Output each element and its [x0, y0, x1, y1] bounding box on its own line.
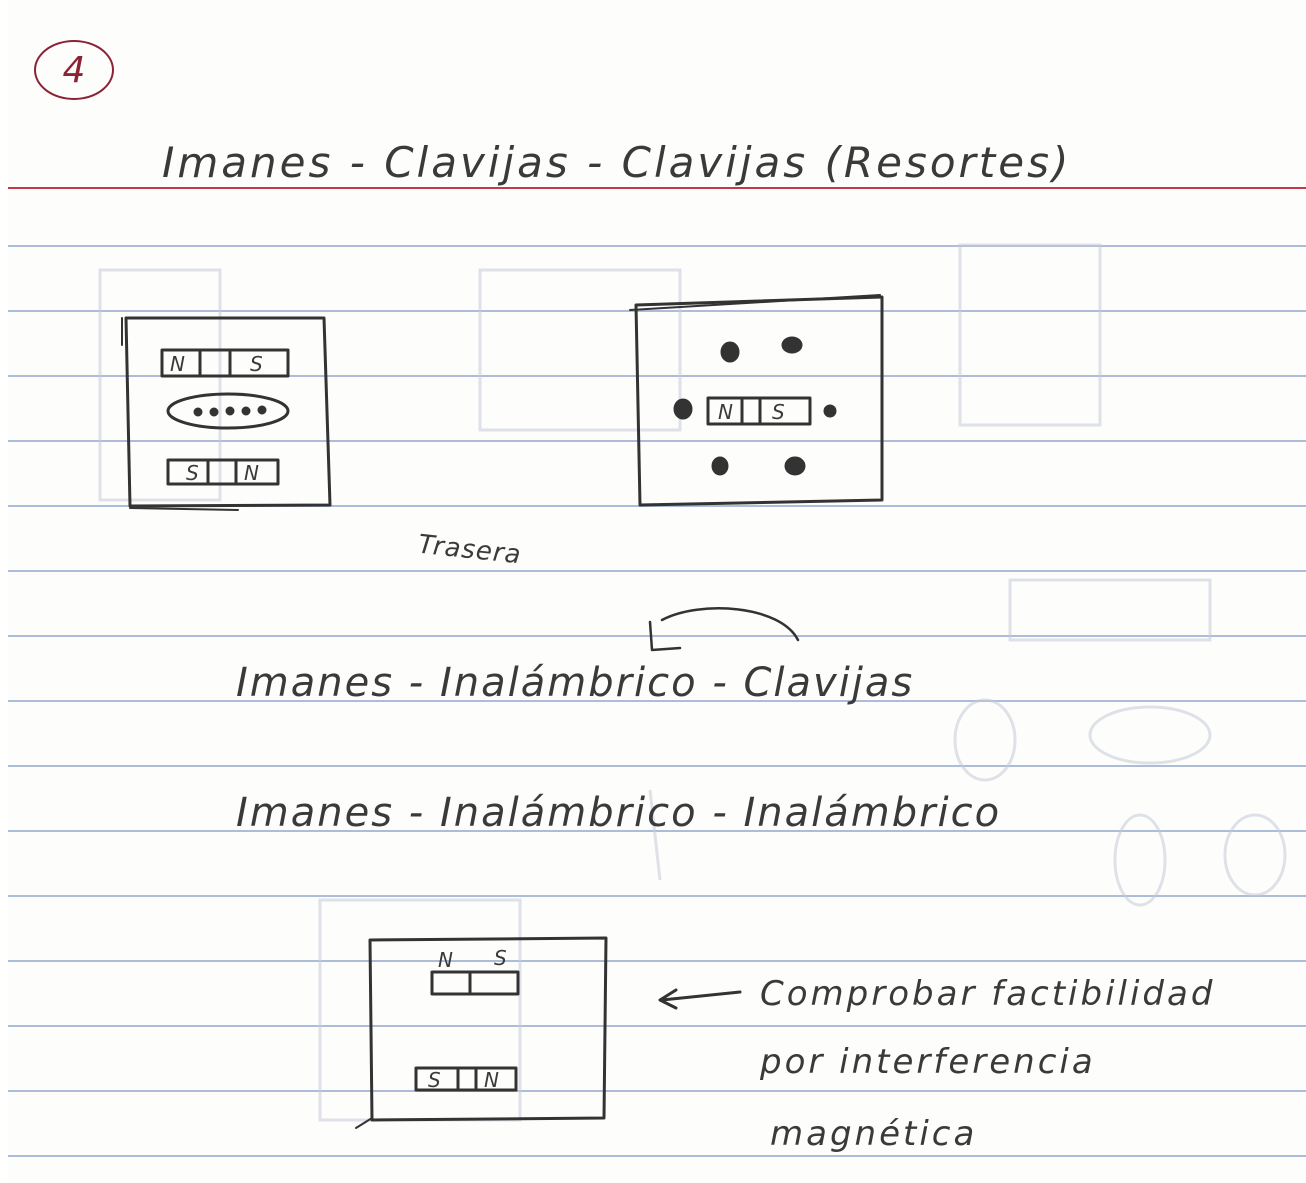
pole-label: S	[494, 946, 507, 970]
sketch-bottom-magnet-top	[432, 972, 518, 994]
pole-label: S	[250, 352, 263, 376]
note-line-3: magnética	[760, 1100, 1215, 1168]
sketch-right-panel	[630, 295, 882, 505]
pole-label: N	[244, 461, 259, 485]
option-2-text: Imanes - Inalámbrico - Inalámbrico	[236, 790, 1001, 836]
note-line-2: por interferencia	[760, 1028, 1215, 1096]
feasibility-note: Comprobar factibilidad por interferencia…	[760, 960, 1215, 1168]
sketch-left-oval-contacts	[168, 394, 288, 428]
note-line-1: Comprobar factibilidad	[760, 960, 1215, 1028]
sketch-left-magnet-bottom	[168, 460, 278, 484]
pole-label: N	[438, 948, 453, 972]
curved-arrow	[650, 608, 798, 650]
sketch-bottom-panel	[356, 938, 606, 1128]
pole-label: N	[484, 1068, 499, 1092]
pole-label: S	[428, 1068, 441, 1092]
option-1-text: Imanes - Inalámbrico - Clavijas	[236, 660, 914, 706]
pole-label: N	[170, 352, 185, 376]
pole-label: N	[718, 400, 733, 424]
arrow-left	[660, 990, 740, 1008]
pole-label: S	[772, 400, 785, 424]
pole-label: S	[186, 461, 199, 485]
sketch-left-panel	[122, 318, 330, 510]
